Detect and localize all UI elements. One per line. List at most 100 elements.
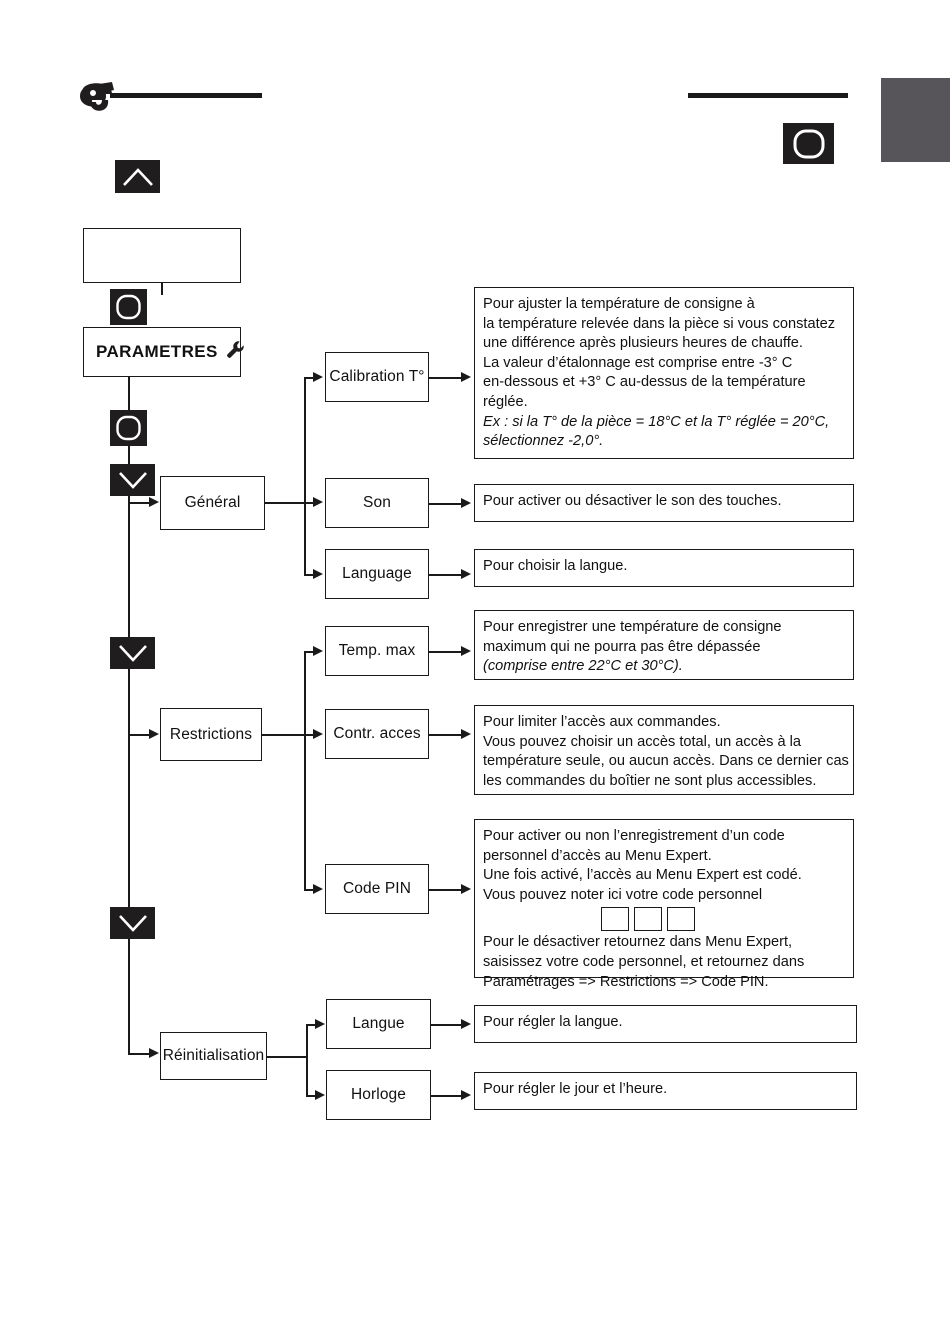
desc-line-italic: (comprise entre 22°C et 30°C). bbox=[483, 658, 683, 675]
menu-item-label: Code PIN bbox=[343, 880, 411, 897]
connector-horloge-desc bbox=[431, 1095, 462, 1097]
desc-line-italic: sélectionnez -2,0°. bbox=[483, 433, 604, 450]
arrow-head bbox=[149, 497, 159, 507]
description-contr-acces: Pour limiter l’accès aux commandes. Vous… bbox=[474, 705, 854, 795]
ok-round-button-icon[interactable] bbox=[110, 289, 147, 325]
arrow-head bbox=[461, 729, 471, 739]
menu-item-horloge[interactable]: Horloge bbox=[326, 1070, 431, 1120]
branch-stem-reinit bbox=[267, 1056, 307, 1058]
desc-line: La valeur d’étalonnage est comprise entr… bbox=[483, 354, 793, 371]
connector-contracces-desc bbox=[429, 734, 462, 736]
desc-line: Pour le désactiver retournez dans Menu E… bbox=[483, 934, 793, 951]
arrow-head bbox=[313, 729, 323, 739]
desc-line: Pour activer ou désactiver le son des to… bbox=[483, 493, 782, 509]
menu-item-label: Horloge bbox=[351, 1086, 406, 1103]
description-horloge: Pour régler le jour et l’heure. bbox=[474, 1072, 857, 1110]
arrow-head bbox=[461, 1090, 471, 1100]
spine-connector bbox=[128, 377, 130, 410]
connector-spine-to-reinit bbox=[128, 1053, 150, 1055]
menu-item-son[interactable]: Son bbox=[325, 478, 429, 528]
branch-to-langue bbox=[306, 1024, 316, 1026]
arrow-head bbox=[149, 1048, 159, 1058]
menu-title-label: PARAMETRES bbox=[96, 342, 218, 361]
description-son: Pour activer ou désactiver le son des to… bbox=[474, 484, 854, 522]
chevron-down-icon[interactable] bbox=[110, 907, 155, 939]
category-label: Général bbox=[184, 494, 241, 511]
branch-to-codepin bbox=[304, 889, 314, 891]
desc-line: Pour activer ou non l’enregistrement d’u… bbox=[483, 828, 785, 844]
branch-to-contracces bbox=[304, 734, 314, 736]
chevron-up-icon[interactable] bbox=[115, 160, 160, 193]
arrow-head bbox=[313, 646, 323, 656]
description-language: Pour choisir la langue. bbox=[474, 549, 854, 587]
pin-entry-row bbox=[601, 907, 847, 932]
branch-bus-restrictions bbox=[304, 651, 306, 890]
connector-spine-to-general bbox=[128, 502, 150, 504]
arrow-head bbox=[313, 569, 323, 579]
arrow-head bbox=[313, 884, 323, 894]
connector-spine-to-restrictions bbox=[128, 734, 150, 736]
category-node-general[interactable]: Général bbox=[160, 476, 265, 530]
arrow-head bbox=[461, 646, 471, 656]
description-temp-max: Pour enregistrer une température de cons… bbox=[474, 610, 854, 680]
branch-to-tempmax bbox=[304, 651, 314, 653]
header-rule-left bbox=[110, 93, 262, 98]
arrow-head bbox=[461, 569, 471, 579]
connector-langue-desc bbox=[431, 1024, 462, 1026]
desc-line: Vous pouvez noter ici votre code personn… bbox=[483, 886, 763, 903]
category-node-reinitialisation[interactable]: Réinitialisation bbox=[160, 1032, 267, 1080]
category-node-restrictions[interactable]: Restrictions bbox=[160, 708, 262, 761]
arrow-head bbox=[313, 372, 323, 382]
desc-line: maximum qui ne pourra pas être dépassée bbox=[483, 638, 761, 655]
desc-line: en-dessous et +3° C au-dessus de la temp… bbox=[483, 374, 806, 391]
chevron-down-icon[interactable] bbox=[110, 464, 155, 496]
ok-round-button-icon[interactable] bbox=[110, 410, 147, 446]
menu-item-label: Contr. acces bbox=[333, 725, 421, 742]
desc-line: une différence après plusieurs heures de… bbox=[483, 335, 803, 352]
menu-item-calibration[interactable]: Calibration T° bbox=[325, 352, 429, 402]
branch-bus-reinit bbox=[306, 1024, 308, 1096]
menu-item-language[interactable]: Language bbox=[325, 549, 429, 599]
pin-cell[interactable] bbox=[634, 907, 662, 932]
connector-tempmax-desc bbox=[429, 651, 462, 653]
ok-round-button-icon[interactable] bbox=[783, 123, 834, 164]
arrow-head bbox=[313, 497, 323, 507]
pin-cell[interactable] bbox=[601, 907, 629, 932]
arrow-head bbox=[315, 1019, 325, 1029]
category-label: Réinitialisation bbox=[162, 1047, 265, 1064]
spine-connector bbox=[161, 283, 163, 295]
menu-item-langue[interactable]: Langue bbox=[326, 999, 431, 1049]
menu-item-temp-max[interactable]: Temp. max bbox=[325, 626, 429, 676]
menu-item-label: Calibration T° bbox=[329, 368, 425, 385]
brand-logo bbox=[72, 72, 124, 124]
desc-line: réglée. bbox=[483, 393, 528, 410]
desc-line: Pour régler la langue. bbox=[483, 1014, 623, 1030]
desc-line: Pour ajuster la température de consigne … bbox=[483, 296, 755, 312]
menu-item-contr-acces[interactable]: Contr. acces bbox=[325, 709, 429, 759]
desc-line: Pour enregistrer une température de cons… bbox=[483, 619, 782, 635]
connector-language-desc bbox=[429, 574, 462, 576]
arrow-head bbox=[461, 1019, 471, 1029]
arrow-head bbox=[149, 729, 159, 739]
branch-bus-general bbox=[304, 377, 306, 575]
menu-title-parametres[interactable]: PARAMETRES bbox=[83, 327, 244, 377]
arrow-head bbox=[461, 884, 471, 894]
desc-line: la température relevée dans la pièce si … bbox=[483, 315, 836, 332]
chevron-down-icon[interactable] bbox=[110, 637, 155, 669]
branch-stem-restrictions bbox=[262, 734, 305, 736]
desc-line: Pour choisir la langue. bbox=[483, 558, 628, 574]
blank-display-box bbox=[83, 228, 241, 283]
branch-to-horloge bbox=[306, 1095, 316, 1097]
connector-codepin-desc bbox=[429, 889, 462, 891]
pin-cell[interactable] bbox=[667, 907, 695, 932]
menu-item-code-pin[interactable]: Code PIN bbox=[325, 864, 429, 914]
desc-line: Vous pouvez choisir un accès total, un a… bbox=[483, 733, 802, 750]
arrow-head bbox=[315, 1090, 325, 1100]
page-edge-tab bbox=[881, 78, 950, 162]
desc-line: les commandes du boîtier ne sont plus ac… bbox=[483, 772, 817, 789]
menu-item-label: Son bbox=[363, 494, 391, 511]
connector-calibration-desc bbox=[429, 377, 462, 379]
spine-main-line bbox=[128, 446, 130, 1054]
desc-line: Pour régler le jour et l’heure. bbox=[483, 1081, 668, 1097]
branch-to-son bbox=[304, 502, 314, 504]
